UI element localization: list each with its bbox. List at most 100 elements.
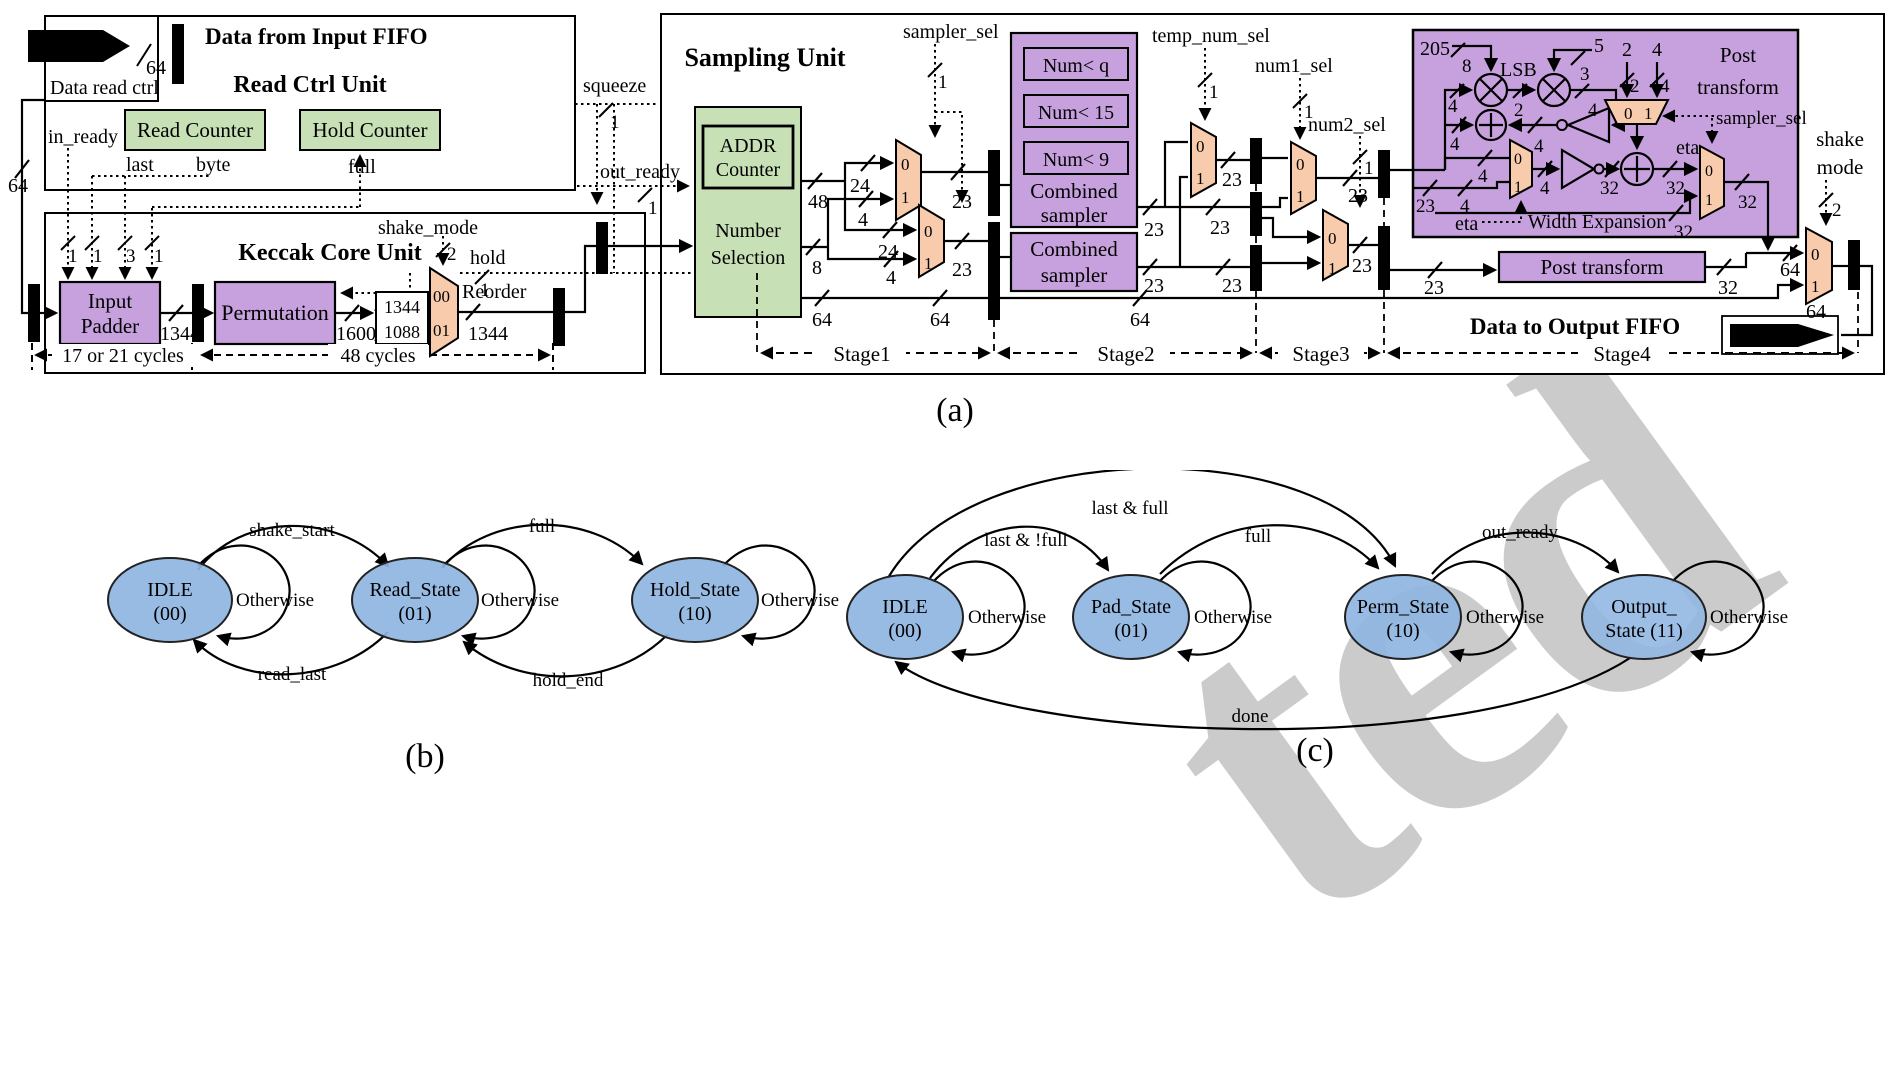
transition-label: Otherwise xyxy=(968,607,1046,628)
shake-mode-label: shake_mode xyxy=(378,217,478,239)
wire-width-label: 2 xyxy=(1630,76,1640,97)
wire-width-label: 1344 xyxy=(468,323,508,345)
pipeline-register xyxy=(988,222,1000,320)
caption-a: (a) xyxy=(936,392,974,429)
transition-label: Otherwise xyxy=(481,590,559,611)
num-9-label: Num< 9 xyxy=(1043,149,1109,171)
inverter-bubble xyxy=(1556,119,1568,131)
wire-width-label: 32 xyxy=(1600,178,1619,199)
inverter xyxy=(1565,106,1611,144)
label-bg xyxy=(52,344,194,365)
wire-width-label: 1 xyxy=(93,246,103,267)
input-padder-label: Padder xyxy=(81,314,139,338)
hold-label: hold xyxy=(470,247,506,269)
wire-width-label: 1 xyxy=(154,246,164,267)
multiplier-node xyxy=(1473,72,1509,108)
cycles-label: 48 cycles xyxy=(341,345,416,367)
fifo-title: Data from Input FIFO xyxy=(205,24,428,49)
num-q-box xyxy=(1023,47,1129,81)
state-name: Read_State xyxy=(369,579,460,601)
wire-width-label: 32 xyxy=(1718,277,1738,299)
shake-mode-label: mode xyxy=(1817,155,1864,179)
state-code: (10) xyxy=(1386,620,1419,642)
state-idle xyxy=(107,557,233,643)
mux-out-wires xyxy=(921,163,1011,259)
post-transform-box xyxy=(1497,250,1707,284)
transition-label: read_last xyxy=(258,664,327,685)
const-label: 5 xyxy=(1594,35,1604,57)
temp-num-sel-label: temp_num_sel xyxy=(1152,25,1270,47)
lsb-label: LSB xyxy=(1500,59,1537,81)
wire-width-label: 3 xyxy=(126,246,136,267)
wire-width-label: 1 xyxy=(648,198,658,219)
number-selection-label: Number xyxy=(715,220,781,242)
state-perm xyxy=(1344,574,1462,660)
sampler-mux-b xyxy=(918,203,945,279)
shake-mode-label: shake xyxy=(1816,127,1864,151)
transition-label: hold_end xyxy=(533,670,604,691)
state-register-box xyxy=(375,291,429,345)
mux-port-label: 00 xyxy=(433,287,450,306)
state-code: (00) xyxy=(888,620,921,642)
we-mux xyxy=(1509,138,1533,200)
wire-width-label: 64 xyxy=(1806,301,1826,323)
eta-label: eta xyxy=(1676,137,1699,159)
state-code: State (11) xyxy=(1605,620,1683,642)
wire-width-label: 1 xyxy=(1209,82,1219,103)
stage2-wires xyxy=(1137,140,1498,279)
permutation-box xyxy=(213,280,337,346)
combined-sampler-label: Combined xyxy=(1030,179,1118,203)
state-code: (00) xyxy=(153,603,186,625)
label-bg xyxy=(818,343,906,363)
mux-port-label: 0 xyxy=(1514,151,1522,168)
wire-width-label: 4 xyxy=(1588,100,1598,121)
output-fifo-label: Data to Output FIFO xyxy=(1470,314,1680,339)
state-code: (10) xyxy=(678,603,711,625)
num1-sel-label: num1_sel xyxy=(1255,55,1333,77)
transition-label: Otherwise xyxy=(1466,607,1544,628)
output-mux xyxy=(1805,226,1833,306)
combined-sampler-label: sampler xyxy=(1041,203,1107,227)
wire-width-label: 64 xyxy=(1130,309,1150,331)
state-idle xyxy=(846,574,964,660)
output-wires xyxy=(1705,244,1874,337)
state-code: (01) xyxy=(398,603,431,625)
wire-width-label: 23 xyxy=(1144,219,1164,241)
wire-width-label: 1 xyxy=(1304,102,1314,123)
keccak-title: Keccak Core Unit xyxy=(238,240,422,266)
mux-port-label: 0 xyxy=(901,155,910,174)
width-slashes xyxy=(60,235,160,251)
reorder-mux xyxy=(429,266,459,358)
addr-counter-label: Counter xyxy=(716,159,781,181)
stage-label: Stage1 xyxy=(833,342,890,366)
wire-width-label: 23 xyxy=(1222,169,1242,191)
mux-port-label: 1 xyxy=(1328,259,1337,278)
out-ready-label: out_ready xyxy=(600,161,680,183)
state-name: Hold_State xyxy=(650,579,740,601)
wire-width-label: 3 xyxy=(1580,64,1590,85)
wire-width-label: 23 xyxy=(1210,217,1230,239)
bypass-bus xyxy=(801,277,1805,307)
state-code: (01) xyxy=(1114,620,1147,642)
mux-port-label: 0 xyxy=(1811,245,1820,264)
mux-port-label: 0 xyxy=(1624,104,1633,123)
wire-width-label: 4 xyxy=(1450,134,1460,155)
wire-width-label: 32 xyxy=(1666,178,1685,199)
num2-sel-label: num2_sel xyxy=(1308,114,1386,136)
addr-counter-box xyxy=(701,124,795,190)
mux-port-label: 1 xyxy=(1705,192,1713,209)
const-label: 4 xyxy=(1652,39,1662,61)
wire-width-label: 64 xyxy=(8,175,28,197)
sig-byte: byte xyxy=(196,154,231,176)
num-q-label: Num< q xyxy=(1043,55,1109,77)
mux-port-label: 0 xyxy=(1196,137,1205,156)
transition-label: Otherwise xyxy=(1194,607,1272,628)
fsm-c-transitions xyxy=(887,470,1765,731)
mux-port-label: 1 xyxy=(1644,104,1653,123)
width-expansion-box xyxy=(1411,28,1800,239)
input-padder-box xyxy=(58,280,162,346)
wire-width-label: 23 xyxy=(1424,277,1444,299)
mux-port-label: 1 xyxy=(924,254,933,273)
transition-label: shake_start xyxy=(249,520,335,541)
adder-node xyxy=(1474,108,1508,142)
